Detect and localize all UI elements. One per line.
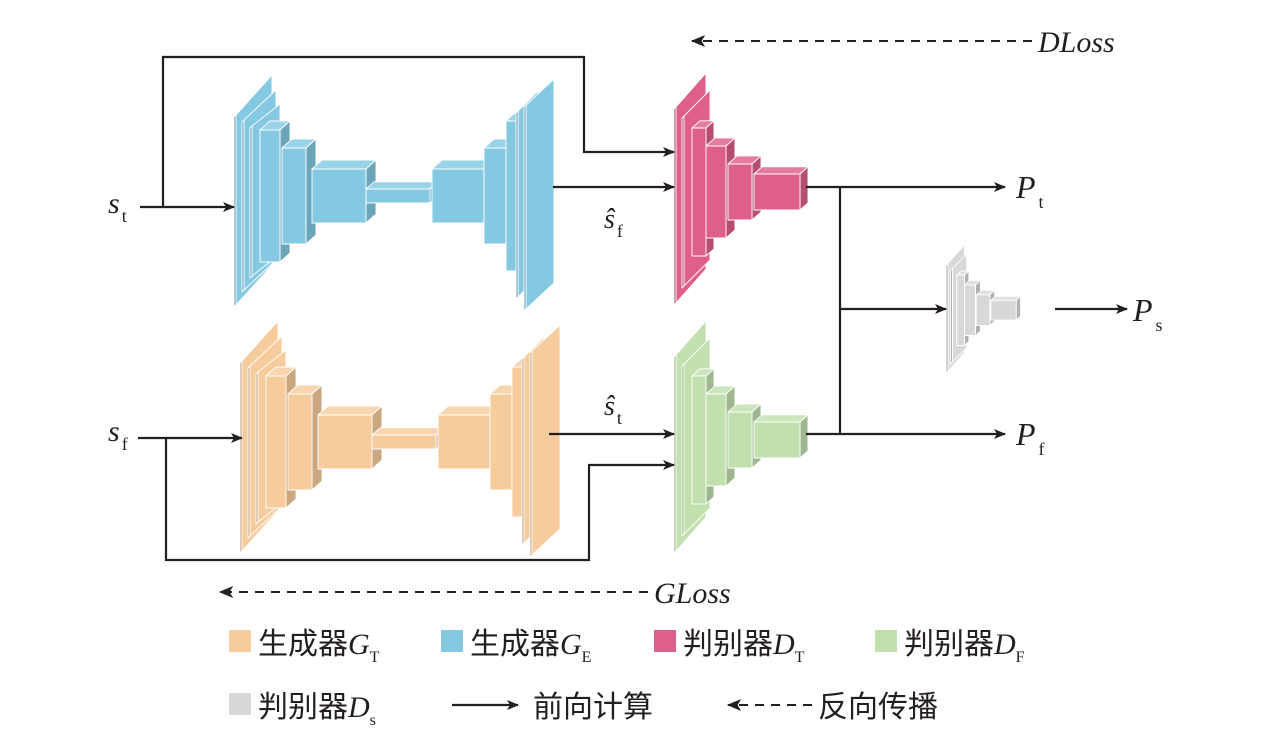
legend-dis-t: 判别器DT <box>683 627 805 666</box>
gen-e-plate-5-face <box>525 78 555 310</box>
gen-e-plate-1-edge <box>233 114 237 308</box>
dis-t-layer-1-front <box>691 127 707 257</box>
gen-t-plate-5-edge <box>529 350 533 558</box>
dis-t-layer-2-front <box>705 145 727 239</box>
legend-backward-label: 反向传播 <box>818 690 938 725</box>
gen-e-dec-1-front <box>431 168 485 224</box>
dis-t-layer-4-front <box>753 173 801 211</box>
legend: 生成器GT 生成器GE 判别器DT 判别器DF 判别器Ds 前向计算 反向传播 <box>229 627 1025 729</box>
discriminator-s-network <box>945 244 1022 374</box>
gen-t-enc-3-front <box>317 414 373 470</box>
dis-f-layer-3-front <box>727 411 753 469</box>
dis-t-plate-1-edge <box>673 106 677 306</box>
gen-t-bottleneck-front <box>371 434 437 450</box>
gen-t-enc-2-front <box>287 393 313 491</box>
dis-t-layer-4-top <box>753 166 809 175</box>
legend-swatch-gen-e <box>441 630 463 652</box>
discriminator-f-network <box>673 320 809 554</box>
dis-s-layer-4-side <box>1015 295 1022 321</box>
dis-s-layer-4-front <box>990 299 1017 321</box>
gloss-label: GLoss <box>654 577 731 610</box>
gen-e-enc-3-top <box>311 159 377 170</box>
dis-t-plate-2-edge <box>681 115 685 289</box>
gen-t-plate-3-edge <box>255 371 259 525</box>
legend-gen-e: 生成器GE <box>470 627 591 666</box>
dis-f-plate-2-edge <box>681 363 685 537</box>
legend-swatch-dis-s <box>229 693 251 715</box>
legend-swatch-dis-f <box>875 630 897 652</box>
gen-e-plate-3-edge <box>249 125 253 279</box>
legend-dis-f: 判别器DF <box>904 627 1025 666</box>
dis-f-layer-2-front <box>705 393 727 487</box>
gen-t-bottleneck-top <box>371 427 445 436</box>
gen-t-enc-1-front <box>265 375 287 509</box>
dis-f-layer-4-side <box>799 414 809 459</box>
legend-gen-t: 生成器GT <box>258 627 380 666</box>
gen-e-bottleneck-front <box>365 188 431 204</box>
discriminator-t-network <box>673 72 809 306</box>
gen-e-plate-2-edge <box>241 119 245 293</box>
legend-swatch-gen-t <box>229 630 251 652</box>
legend-forward-label: 前向计算 <box>533 690 653 725</box>
gen-t-enc-3-top <box>317 405 383 416</box>
dis-s-plate-2-edge <box>949 267 953 365</box>
arrow-sf-skip-to-df <box>164 438 675 562</box>
gen-t-plate-5-face <box>531 324 561 556</box>
gen-e-enc-2-front <box>281 147 307 245</box>
gen-e-enc-3-front <box>311 168 367 224</box>
gen-e-plate-4-edge <box>515 110 519 300</box>
dis-s-plate-1-edge <box>945 263 949 374</box>
dis-f-layer-4-top <box>753 414 809 423</box>
dis-f-plate-1-edge <box>673 354 677 554</box>
legend-swatch-dis-t <box>654 630 676 652</box>
gen-e-plate-5-edge <box>523 104 527 312</box>
dis-f-layer-4-front <box>753 421 801 459</box>
connections <box>138 35 1128 598</box>
gen-t-dec-2-front <box>489 393 513 491</box>
legend-dis-s: 判别器Ds <box>258 690 376 729</box>
arrow-st-skip-to-dt <box>161 55 675 207</box>
dis-s-layer-1-front <box>956 274 965 346</box>
gen-t-plate-2-edge <box>247 365 251 539</box>
gen-e-bottleneck-top <box>365 181 439 190</box>
gen-t-plate-1-edge <box>239 360 243 554</box>
dis-f-layer-1-front <box>691 375 707 505</box>
dis-s-layer-4-top <box>990 295 1022 301</box>
dis-s-layer-2-front <box>964 284 976 336</box>
generator-t-network <box>239 320 561 558</box>
gen-e-dec-2-front <box>483 147 507 245</box>
dis-s-layer-3-front <box>976 294 991 327</box>
gen-e-enc-1-front <box>259 129 281 263</box>
dis-t-layer-4-side <box>799 166 809 211</box>
gen-t-dec-1-front <box>437 414 491 470</box>
dis-t-layer-3-front <box>727 163 753 221</box>
dloss-label: DLoss <box>1037 26 1115 59</box>
gen-t-plate-4-edge <box>521 356 525 546</box>
generator-e-network <box>233 74 555 312</box>
